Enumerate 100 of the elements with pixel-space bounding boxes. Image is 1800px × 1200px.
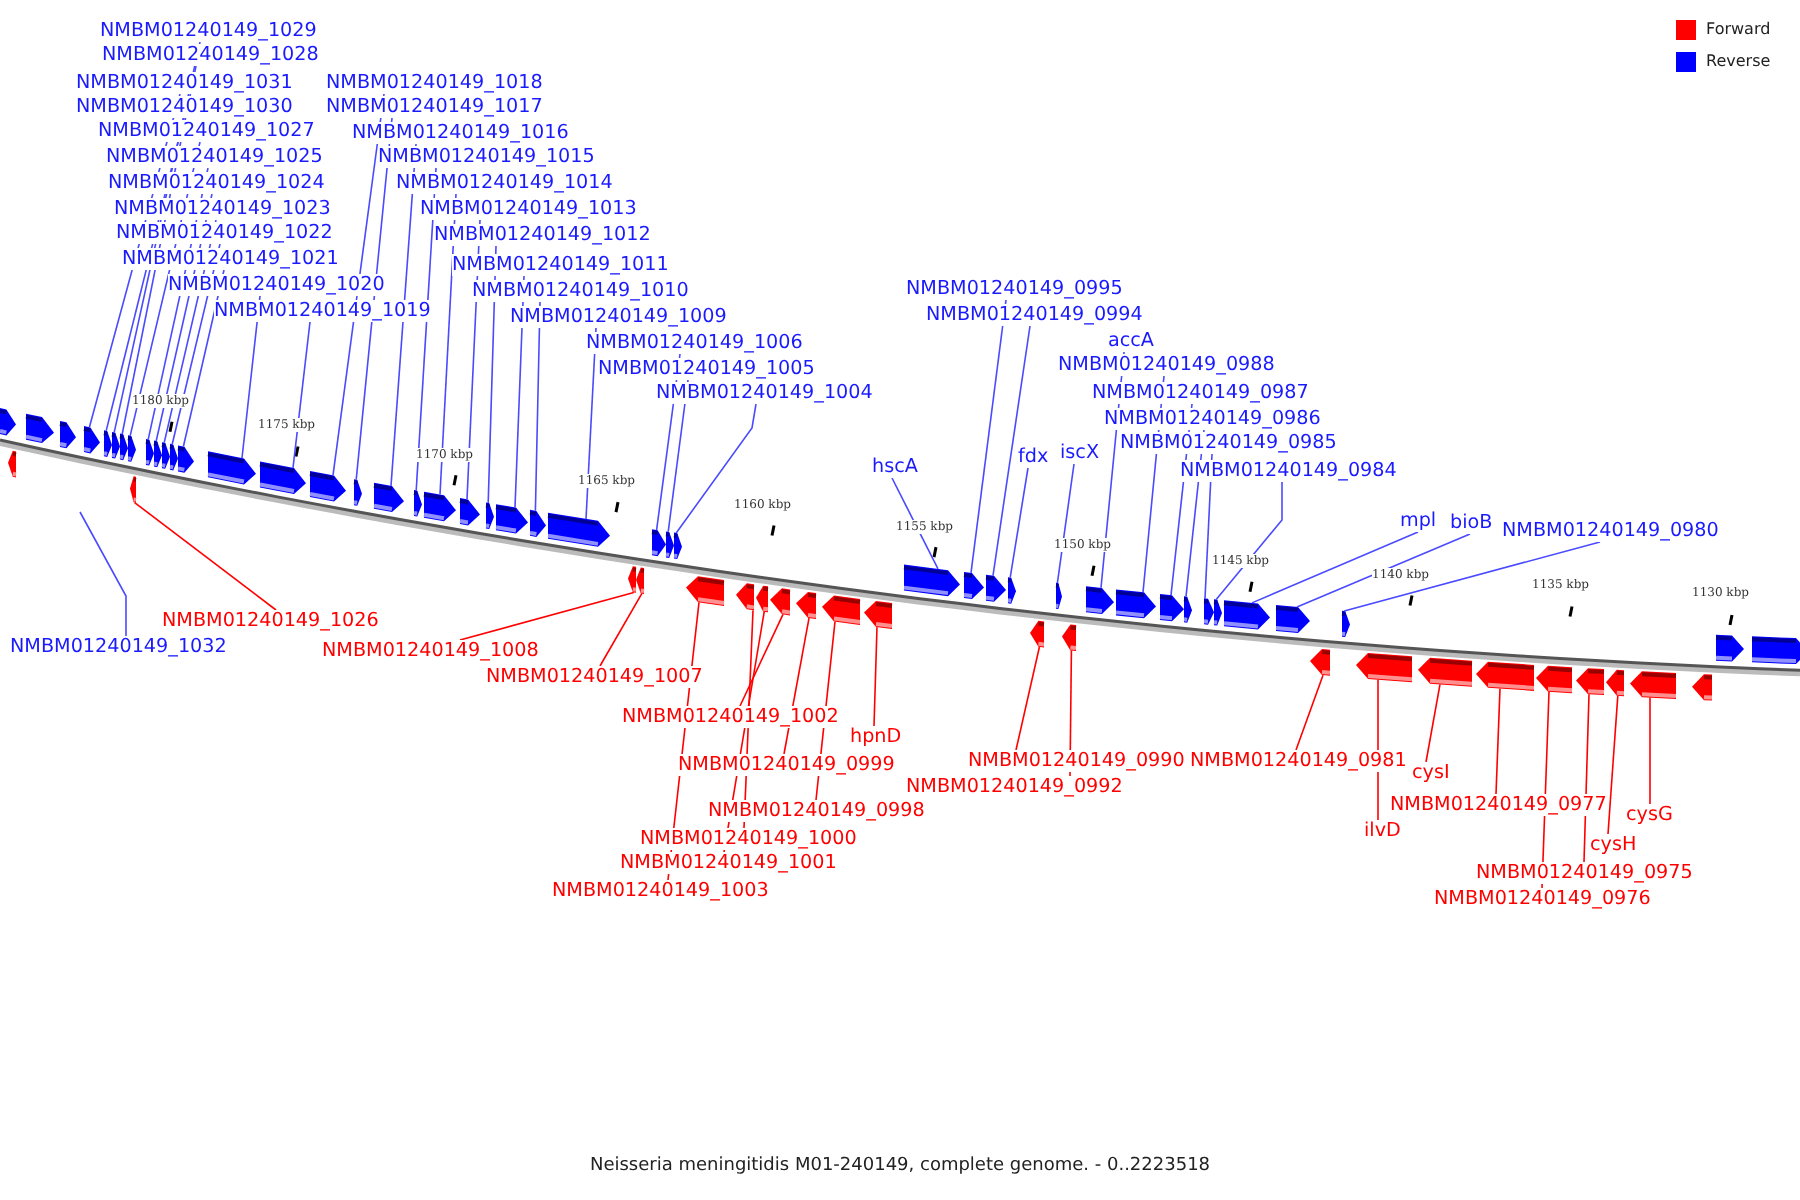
gene-label: iscX bbox=[1060, 442, 1100, 464]
gene-block bbox=[207, 451, 256, 485]
gene-label: NMBM01240149_1012 bbox=[434, 224, 651, 246]
gene-label: NMBM01240149_1018 bbox=[326, 72, 543, 94]
leader-line bbox=[599, 592, 643, 667]
gene-block bbox=[770, 588, 791, 616]
gene-label: NMBM01240149_1010 bbox=[472, 280, 689, 302]
leader-line bbox=[1009, 467, 1029, 579]
gene-block bbox=[665, 531, 674, 558]
caption: Neisseria meningitidis M01-240149, complete genome. - 0..2223518 bbox=[587, 1156, 1213, 1178]
gene-block bbox=[864, 601, 893, 630]
gene-block bbox=[169, 443, 178, 471]
leader-line bbox=[675, 403, 757, 534]
gene-block bbox=[103, 430, 112, 457]
gene-label: NMBM01240149_1020 bbox=[168, 274, 385, 296]
gene-label: NMBM01240149_1021 bbox=[122, 248, 339, 270]
gene-block bbox=[1630, 671, 1677, 699]
leader-line bbox=[1251, 531, 1419, 604]
leader-line bbox=[1343, 541, 1601, 612]
gene-label: NMBM01240149_0976 bbox=[1434, 888, 1651, 910]
gene-block bbox=[1159, 593, 1184, 622]
leader-line bbox=[292, 321, 311, 469]
gene-label: NMBM01240149_0999 bbox=[678, 754, 895, 776]
leader-line bbox=[970, 299, 1007, 574]
gene-label: NMBM01240149_0995 bbox=[906, 278, 1123, 300]
gene-label: NMBM01240149_1002 bbox=[622, 706, 839, 728]
gene-label: accA bbox=[1108, 330, 1154, 352]
leader-line bbox=[1425, 683, 1441, 763]
gene-label: NMBM01240149_1000 bbox=[640, 828, 857, 850]
gene-block bbox=[636, 567, 645, 595]
gene-label: NMBM01240149_1001 bbox=[620, 852, 837, 874]
gene-label: ilvD bbox=[1364, 820, 1401, 842]
gene-label: mpl bbox=[1400, 510, 1437, 532]
gene-label: NMBM01240149_1022 bbox=[116, 222, 333, 244]
gene-block bbox=[413, 490, 422, 517]
leader-line bbox=[459, 591, 635, 641]
gene-label: NMBM01240149_1011 bbox=[452, 254, 669, 276]
gene-label: NMBM01240149_0998 bbox=[708, 800, 925, 822]
gene-block bbox=[796, 591, 817, 619]
gene-block bbox=[309, 471, 346, 502]
gene-block bbox=[1751, 636, 1800, 665]
gene-label: NMBM01240149_1005 bbox=[598, 358, 815, 380]
gene-label: NMBM01240149_1019 bbox=[214, 300, 431, 322]
gene-label: NMBM01240149_1026 bbox=[162, 610, 379, 632]
gene-block bbox=[1310, 649, 1331, 676]
gene-label: NMBM01240149_1008 bbox=[322, 640, 539, 662]
gene-label: NMBM01240149_1032 bbox=[10, 636, 227, 658]
gene-label: NMBM01240149_1007 bbox=[486, 666, 703, 688]
gene-label: cysG bbox=[1626, 804, 1673, 826]
gene-label: NMBM01240149_0986 bbox=[1104, 408, 1321, 430]
gene-block bbox=[1062, 624, 1077, 652]
gene-label: NMBM01240149_1025 bbox=[106, 146, 323, 168]
gene-block bbox=[736, 583, 755, 611]
leader-line bbox=[873, 626, 878, 727]
leader-line bbox=[1495, 687, 1501, 795]
gene-label: NMBM01240149_0988 bbox=[1058, 354, 1275, 376]
gene-block bbox=[145, 438, 154, 466]
gene-block bbox=[1030, 620, 1045, 648]
gene-block bbox=[1715, 634, 1744, 662]
gene-block bbox=[1085, 586, 1114, 614]
gene-block bbox=[0, 408, 16, 436]
gene-label: NMBM01240149_0994 bbox=[926, 304, 1143, 326]
leader-line bbox=[992, 325, 1031, 577]
gene-block bbox=[1183, 596, 1192, 623]
gene-label: NMBM01240149_1031 bbox=[76, 72, 293, 94]
gene-block bbox=[1356, 652, 1413, 683]
leader-line bbox=[1015, 646, 1041, 751]
gene-label: bioB bbox=[1450, 512, 1493, 534]
gene-label: NMBM01240149_0990 bbox=[968, 750, 1185, 772]
gene-block bbox=[83, 426, 100, 454]
gene-block bbox=[119, 433, 128, 461]
leader-line bbox=[133, 501, 277, 611]
gene-label: NMBM01240149_1003 bbox=[552, 880, 769, 902]
gene-block bbox=[353, 479, 362, 506]
gene-block bbox=[903, 564, 960, 597]
gene-label: NMBM01240149_1028 bbox=[102, 44, 319, 66]
gene-label: cysH bbox=[1590, 834, 1637, 856]
gene-label: NMBM01240149_0980 bbox=[1502, 520, 1719, 542]
gene-block bbox=[1275, 605, 1310, 633]
gene-block bbox=[822, 595, 861, 625]
gene-label: NMBM01240149_1024 bbox=[108, 172, 325, 194]
gene-block bbox=[651, 529, 666, 557]
gene-block bbox=[1536, 665, 1573, 694]
gene-block bbox=[1692, 674, 1713, 701]
gene-label: NMBM01240149_0985 bbox=[1120, 432, 1337, 454]
gene-block bbox=[373, 482, 404, 513]
gene-block bbox=[130, 476, 137, 503]
gene-label: NMBM01240149_1013 bbox=[420, 198, 637, 220]
gene-block bbox=[1055, 582, 1062, 610]
gene-block bbox=[59, 420, 76, 449]
gene-label: cysI bbox=[1412, 762, 1450, 784]
gene-label: NMBM01240149_0977 bbox=[1390, 794, 1607, 816]
leader-line bbox=[79, 511, 127, 637]
gene-block bbox=[259, 461, 306, 494]
gene-label: NMBM01240149_1017 bbox=[326, 96, 543, 118]
gene-label: NMBM01240149_1015 bbox=[378, 146, 595, 168]
gene-label: NMBM01240149_0981 bbox=[1190, 750, 1407, 772]
leader-line bbox=[1296, 533, 1471, 608]
legend-label: Forward bbox=[1706, 20, 1771, 40]
gene-block bbox=[1476, 661, 1535, 691]
